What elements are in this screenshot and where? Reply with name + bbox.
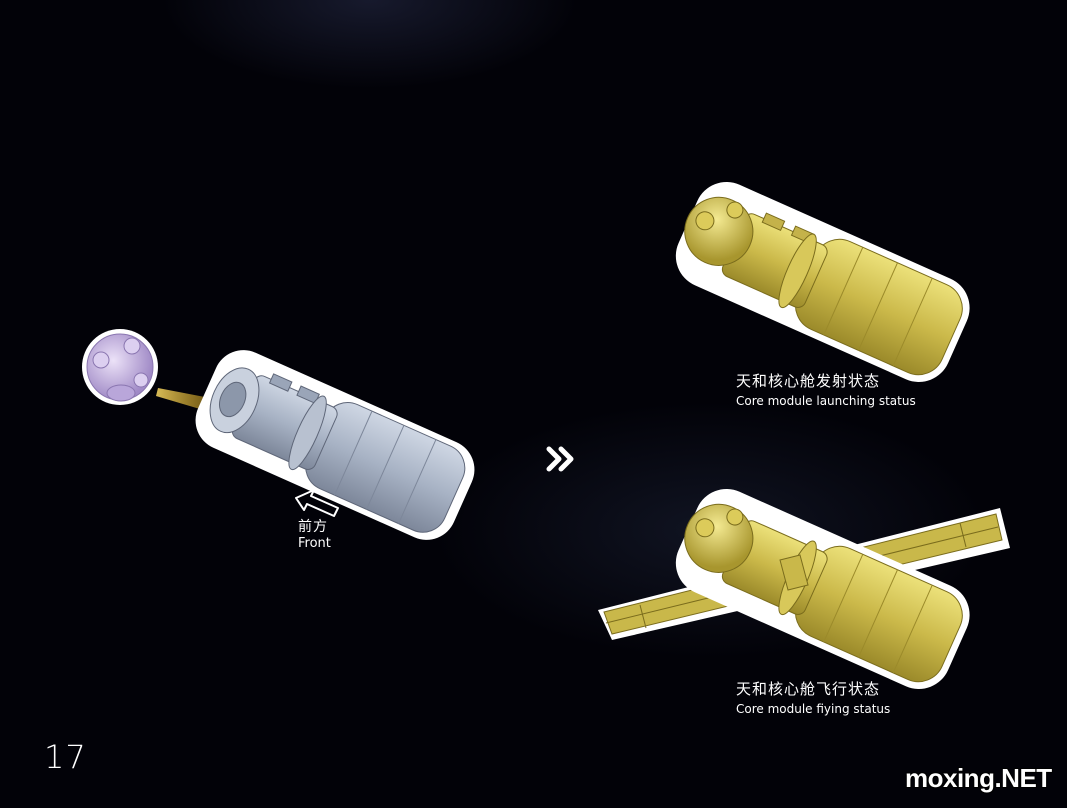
- launch-state-caption-en: Core module launching status: [736, 394, 916, 408]
- page-number: 17: [44, 738, 87, 776]
- front-label-cn: 前方: [298, 519, 328, 535]
- flight-state-caption-en: Core module fiying status: [736, 702, 891, 716]
- assembly-guide-beam: [156, 388, 210, 412]
- flight-state-caption: 天和核心舱飞行状态 Core module fiying status: [736, 678, 890, 716]
- background-glow-top: [160, 0, 580, 90]
- front-direction-label: 前方 Front: [298, 516, 331, 551]
- front-label-en: Front: [298, 536, 331, 551]
- site-watermark: moxing.NET: [905, 763, 1052, 793]
- flight-state-model: [598, 488, 1010, 689]
- flight-state-caption-cn: 天和核心舱飞行状态: [736, 680, 881, 698]
- core-module-part: [195, 350, 475, 540]
- launch-state-model: [675, 181, 970, 382]
- launch-state-caption: 天和核心舱发射状态 Core module launching status: [736, 370, 916, 408]
- docking-node-part: [82, 329, 158, 405]
- double-chevron-right-icon: [546, 446, 574, 472]
- outline-arrow-icon: [295, 489, 339, 517]
- launch-state-caption-cn: 天和核心舱发射状态: [736, 372, 881, 390]
